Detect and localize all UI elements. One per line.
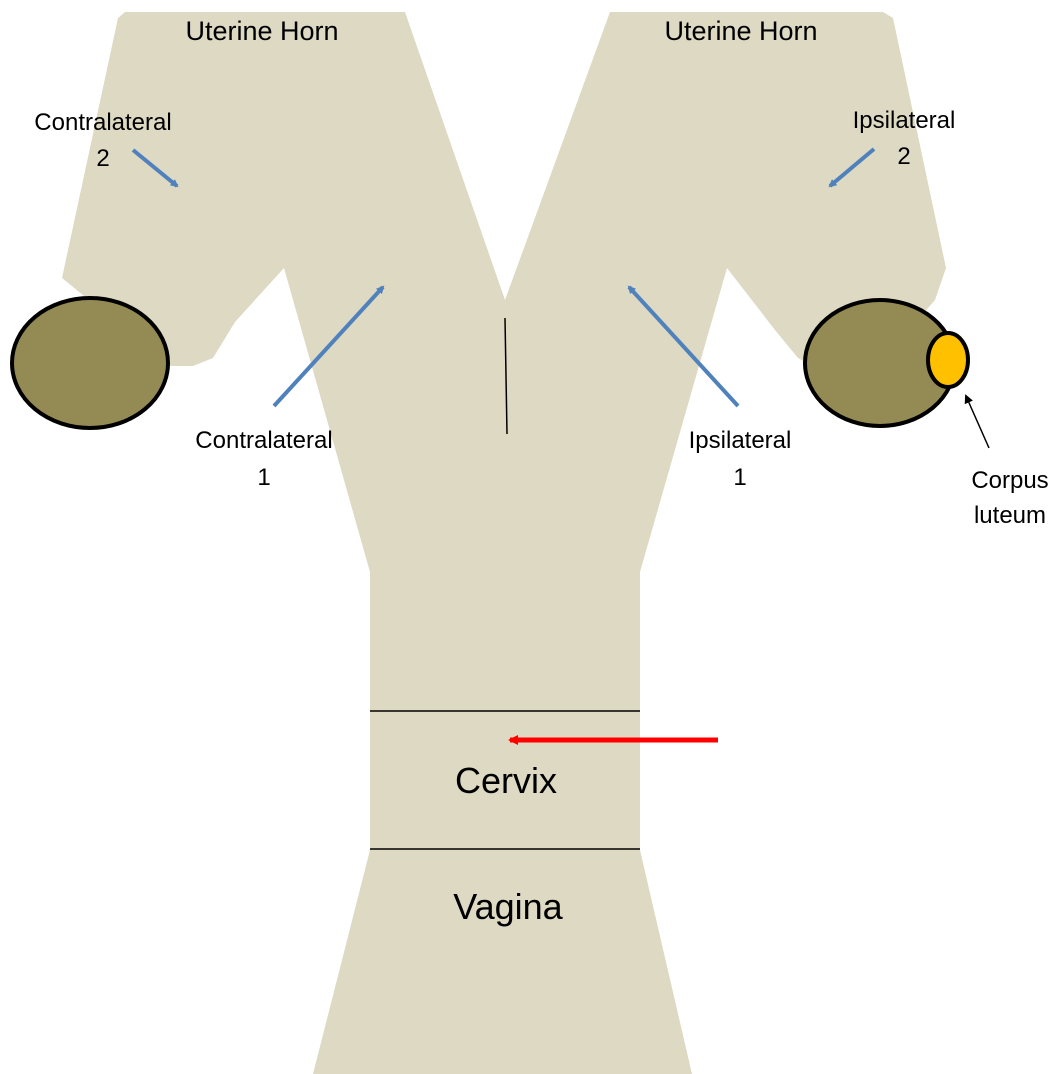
contralateral-1-label-line2: 1 <box>257 464 270 491</box>
left-uterine-horn <box>62 12 505 572</box>
contralateral-1-label-line1: Contralateral <box>195 427 332 454</box>
corpus-luteum-label-line1: Corpus <box>971 467 1048 494</box>
left-uterine-horn-label: Uterine Horn <box>185 16 338 46</box>
corpus-luteum <box>928 333 968 387</box>
cervix-label: Cervix <box>455 760 557 801</box>
right-uterine-horn-label: Uterine Horn <box>664 16 817 46</box>
left-ovary <box>12 298 168 428</box>
ipsilateral-2-label-line2: 2 <box>897 143 910 170</box>
ipsilateral-1-label-line2: 1 <box>733 464 746 491</box>
corpus-luteum-label-line2: luteum <box>974 502 1046 529</box>
contralateral-2-label-line2: 2 <box>96 145 109 172</box>
vagina-region <box>313 850 692 1074</box>
uterine-body <box>370 560 640 710</box>
corpus-luteum-pointer <box>966 396 989 448</box>
right-uterine-horn <box>505 12 946 572</box>
contralateral-2-label-line1: Contralateral <box>34 109 171 136</box>
ipsilateral-1-label-line1: Ipsilateral <box>689 427 792 454</box>
ipsilateral-2-label-line1: Ipsilateral <box>853 107 956 134</box>
vagina-label: Vagina <box>453 886 563 927</box>
